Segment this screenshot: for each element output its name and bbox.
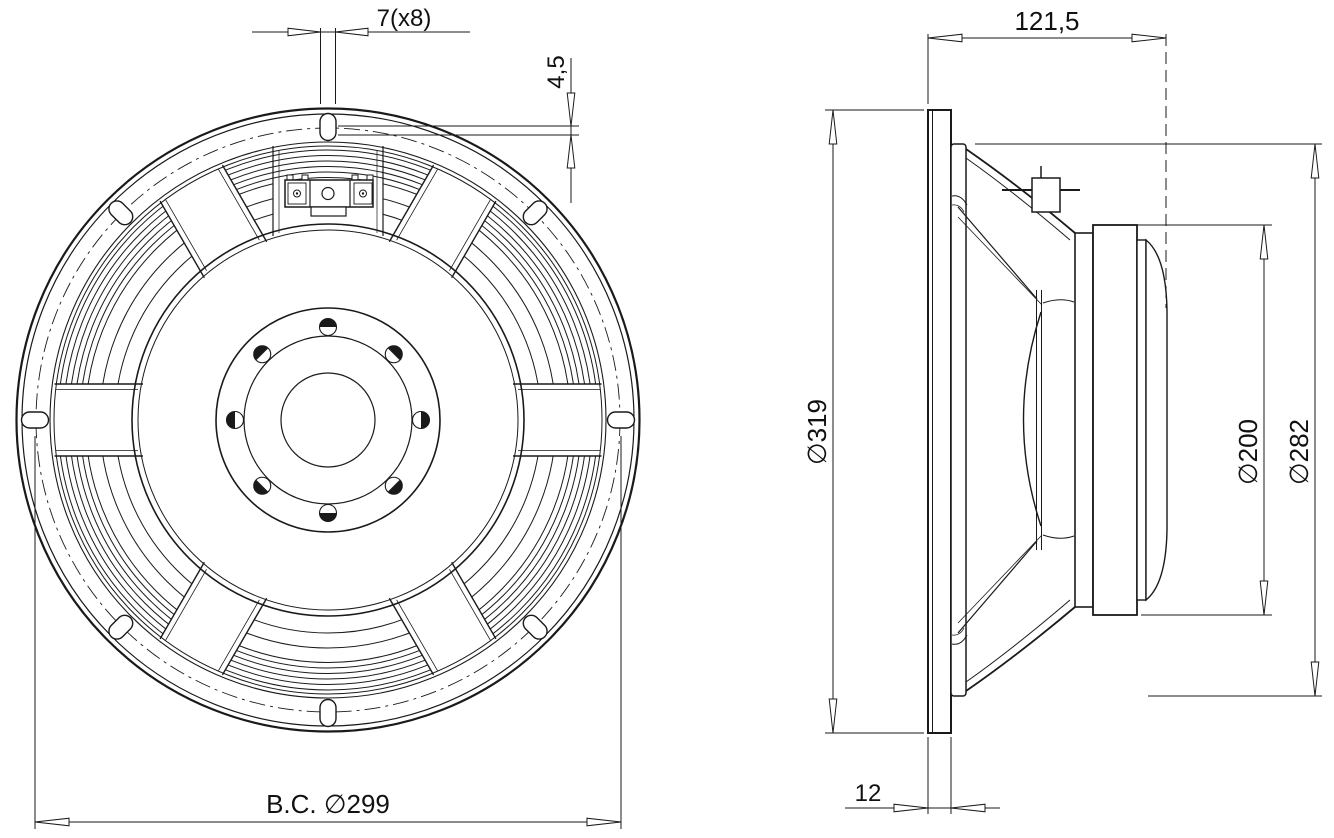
mounting-slots (20, 112, 636, 728)
basket-arm (388, 561, 497, 676)
surround-roll (951, 627, 965, 636)
cone-line (957, 534, 1043, 624)
surround-roll (951, 634, 968, 645)
magnet-hub (215, 307, 441, 533)
basket-arms (54, 164, 602, 676)
hub-screw (253, 476, 272, 495)
hub-screw (225, 410, 245, 430)
terminal-hole-left (293, 189, 301, 198)
cone-line (957, 206, 1038, 300)
front-view (15, 107, 641, 733)
spider (1042, 299, 1075, 304)
hub-screw (318, 503, 338, 523)
dim-slot-width-label: 7(x8) (377, 5, 432, 32)
basket-arm (159, 164, 268, 279)
mounting-slot (319, 698, 337, 728)
terminal-side (1002, 166, 1080, 213)
dust-cap (1022, 311, 1042, 527)
hub-screws (225, 317, 431, 523)
spider (1042, 534, 1075, 539)
basket-wall-top (965, 148, 1076, 234)
dim-magnet-dia: ∅200 (1137, 224, 1272, 616)
hub-screw (411, 410, 431, 430)
dim-depth-label: 121,5 (1014, 6, 1079, 36)
dim-depth: 121,5 (927, 6, 1167, 308)
gasket-inner-circle (53, 145, 603, 695)
basket-wall-top-inner (965, 157, 1071, 241)
basket-wall-bottom (965, 606, 1076, 692)
dim-magnet-dia-label: ∅200 (1233, 419, 1263, 485)
mounting-slot (522, 200, 548, 226)
basket-arm (159, 561, 268, 676)
surround-roll (951, 195, 968, 206)
basket-rim (950, 143, 967, 697)
cone-line (957, 216, 1043, 306)
dim-outer-dia: ∅319 (802, 109, 924, 734)
hub-screw (384, 476, 403, 495)
front-plate (1074, 232, 1094, 608)
mounting-slot (606, 411, 636, 429)
magnet-ring (1092, 224, 1138, 616)
dim-flange-thickness: 12 (845, 737, 1000, 814)
dim-slot-offset-label: 4,5 (543, 55, 570, 88)
back-plate (1136, 239, 1147, 601)
cone-edge-inner-circle (137, 229, 519, 611)
gasket-inner-circle2 (49, 141, 607, 699)
dim-outer-dia-label: ∅319 (802, 399, 832, 465)
terminal-hole-right (359, 189, 367, 198)
basket-arm (388, 164, 497, 279)
hub-screw (384, 345, 403, 364)
terminal-hole-center (321, 186, 335, 201)
dimensions: 7(x8) 4,5 B.C. ∅299 121,5 (34, 5, 1322, 829)
cone-edge-circle (131, 223, 525, 617)
hub-screw (253, 345, 272, 364)
hub-screw (318, 317, 338, 337)
basket-arm (513, 383, 602, 457)
surround-roll (951, 204, 965, 213)
basket-wall-bottom-inner (965, 599, 1071, 683)
back-cover (1145, 238, 1168, 602)
outer-edge-circle (15, 107, 641, 733)
mounting-slot (108, 614, 134, 640)
side-view (927, 109, 1168, 734)
mounting-slot (319, 112, 337, 142)
dim-bolt-circle-label: B.C. ∅299 (266, 789, 390, 819)
terminal-tab (310, 206, 347, 217)
dim-slot-offset: 4,5 (338, 55, 579, 203)
terminal-block (284, 174, 374, 217)
flange (927, 109, 952, 734)
cone-line (957, 540, 1038, 634)
dim-flange-thickness-label: 12 (855, 780, 882, 807)
mounting-slot (20, 411, 50, 429)
dim-opening-dia: ∅282 (975, 143, 1322, 697)
dim-bolt-circle: B.C. ∅299 (34, 436, 622, 829)
dim-slot-width: 7(x8) (252, 5, 470, 104)
basket-arm (54, 383, 143, 457)
dim-opening-dia-label: ∅282 (1284, 419, 1314, 485)
